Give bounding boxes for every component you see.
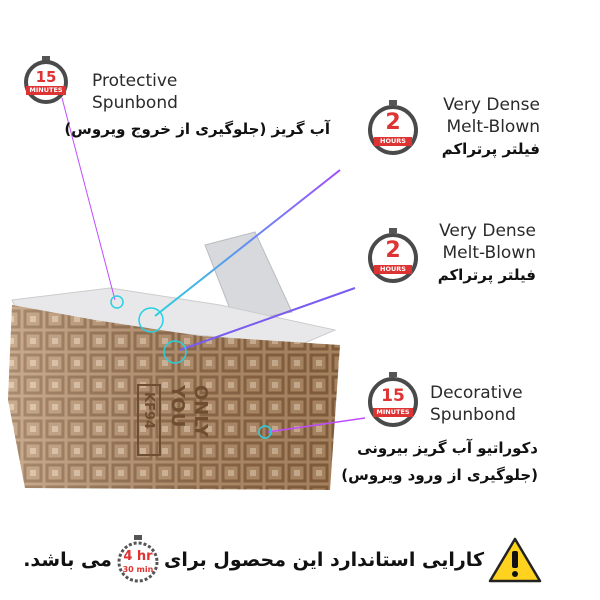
- layer-title-fa: آب گریز (جلوگیری از خروج ویروس): [64, 120, 330, 138]
- layer-title-fa: فیلتر پرتراکم: [437, 266, 536, 284]
- timer-sub: 30 min: [122, 565, 154, 574]
- timer-icon: 4 hr 30 min: [116, 535, 160, 585]
- timer-icon: 15 MINUTES: [22, 56, 70, 104]
- timer-unit: HOURS: [374, 265, 412, 274]
- performance-notice: کارایی استاندارد این محصول برای 4 hr 30 …: [23, 535, 542, 583]
- timer-icon: 2 HOURS: [365, 100, 421, 156]
- timer-icon: 2 HOURS: [365, 228, 421, 284]
- warning-icon: [488, 537, 542, 583]
- notice-text-before: کارایی استاندارد این محصول برای: [163, 549, 484, 571]
- timer-unit: HOURS: [374, 137, 412, 146]
- mask-print-only: ONLY: [190, 385, 211, 438]
- timer-unit: MINUTES: [26, 86, 66, 95]
- layer-title-fa: فیلتر پرتراکم: [441, 140, 540, 158]
- timer-value: 4 hr: [123, 549, 153, 564]
- timer-icon: 15 MINUTES: [365, 372, 421, 428]
- filter-sheet: [204, 231, 293, 323]
- mask-model: KF94: [141, 392, 156, 429]
- timer-value: 2: [385, 238, 401, 263]
- timer-unit: MINUTES: [373, 408, 413, 417]
- layer-title-fa: دکوراتیو آب گریز بیرونی(جلوگیری از ورود …: [341, 439, 538, 484]
- timer-value: 15: [35, 68, 57, 86]
- mask-print-you: YOU: [167, 384, 188, 427]
- timer-value: 2: [385, 110, 401, 135]
- timer-value: 15: [381, 386, 405, 406]
- notice-text-after: می باشد.: [23, 549, 112, 571]
